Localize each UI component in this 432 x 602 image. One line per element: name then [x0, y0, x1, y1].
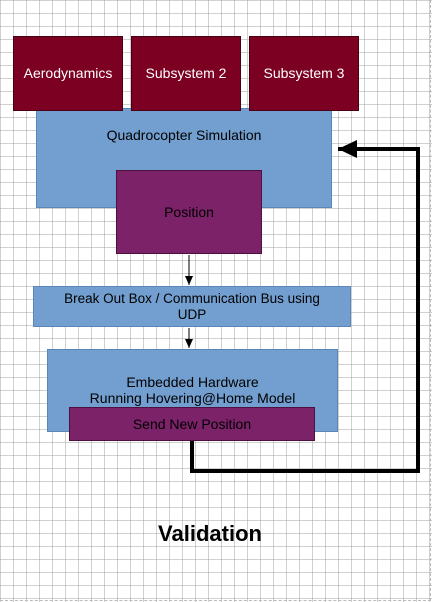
bus-block: Break Out Box / Communication Bus using … — [33, 286, 351, 327]
module-aerodynamics: Aerodynamics — [13, 36, 123, 111]
hardware-line-2: Running Hovering@Home Model — [89, 390, 296, 407]
module-subsystem-2-label: Subsystem 2 — [145, 65, 227, 82]
module-subsystem-2: Subsystem 2 — [131, 36, 241, 111]
module-subsystem-3: Subsystem 3 — [249, 36, 359, 111]
feedback-arrow — [190, 140, 420, 473]
module-subsystem-3-label: Subsystem 3 — [263, 65, 345, 82]
send-position-label: Send New Position — [132, 415, 252, 432]
module-aerodynamics-label: Aerodynamics — [23, 65, 113, 82]
send-position-block: Send New Position — [69, 407, 315, 441]
bus-label: Break Out Box / Communication Bus using … — [64, 290, 320, 322]
simulation-label: Quadrocopter Simulation — [106, 127, 262, 143]
position-label: Position — [164, 203, 214, 220]
hardware-line-1: Embedded Hardware — [126, 374, 259, 390]
diagram-title: Validation — [158, 521, 262, 546]
position-block: Position — [116, 170, 262, 254]
